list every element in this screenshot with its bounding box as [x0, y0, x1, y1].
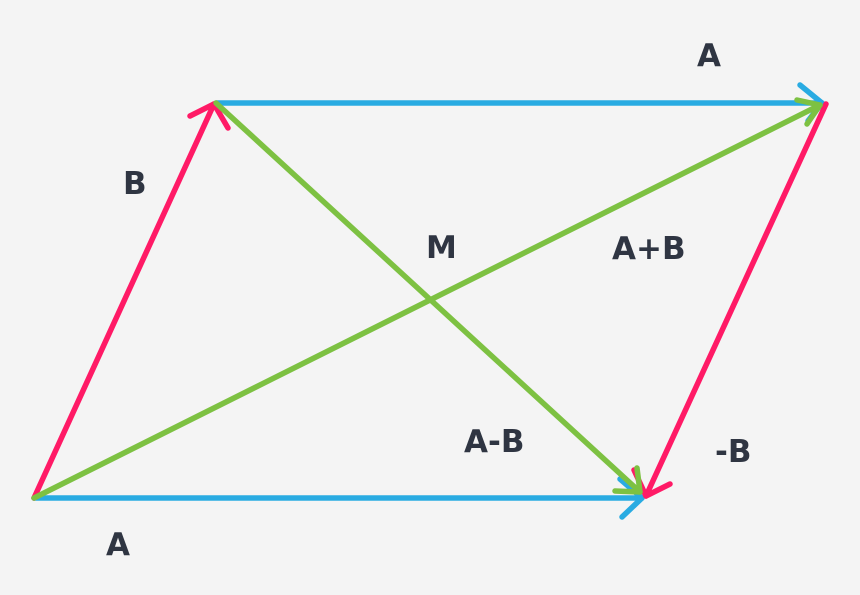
label-a-bottom: A: [106, 527, 130, 563]
vector-a-top: [213, 82, 825, 124]
vector-b-shaft: [31, 101, 217, 501]
vector-a-plus-b-arrowhead: [794, 97, 823, 127]
vector-a-bottom-arrowhead: [617, 476, 645, 520]
vector-a-minus-b-shaft: [213, 100, 643, 495]
vector-a-bottom: [31, 476, 645, 520]
vector-a-minus-b: [213, 100, 643, 495]
label-a-plus-b: A+B: [612, 231, 686, 267]
label-b: B: [123, 166, 147, 202]
vector-a-minus-b-arrowhead: [612, 465, 643, 495]
label-a-top: A: [697, 38, 721, 74]
vector-neg-b-shaft: [643, 101, 829, 499]
label-a-minus-b: A-B: [464, 424, 525, 460]
vector-b: [31, 101, 231, 501]
vector-a-plus-b: [31, 97, 823, 501]
label-neg-b: -B: [715, 434, 752, 470]
vector-a-plus-b-shaft: [31, 102, 823, 501]
label-midpoint-m: M: [426, 230, 457, 266]
